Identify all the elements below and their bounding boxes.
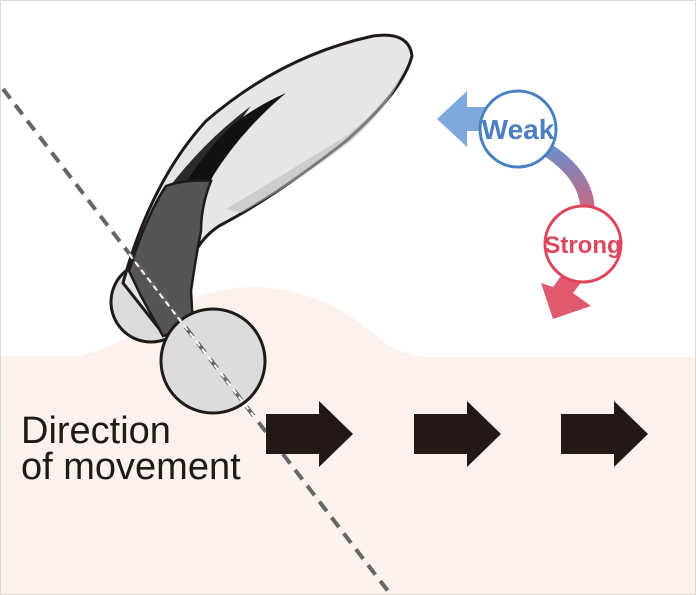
strength-indicator: Weak Strong [437,89,623,319]
strong-badge [543,204,623,284]
weak-arrow-icon [437,91,487,147]
direction-label-line2: of movement [21,446,241,488]
weak-label: Weak [482,114,555,145]
movement-arrow-icon-1 [266,401,353,467]
weak-badge [478,89,558,169]
movement-arrow-icon-2 [414,401,501,467]
strong-label: Strong [544,232,621,259]
angle-guide-line [1,87,393,594]
movement-arrow-icon-3 [561,401,648,467]
angle-guide-line-highlight [128,253,257,420]
direction-label-line1: Direction [21,410,171,452]
facial-roller-device-icon [121,33,414,338]
